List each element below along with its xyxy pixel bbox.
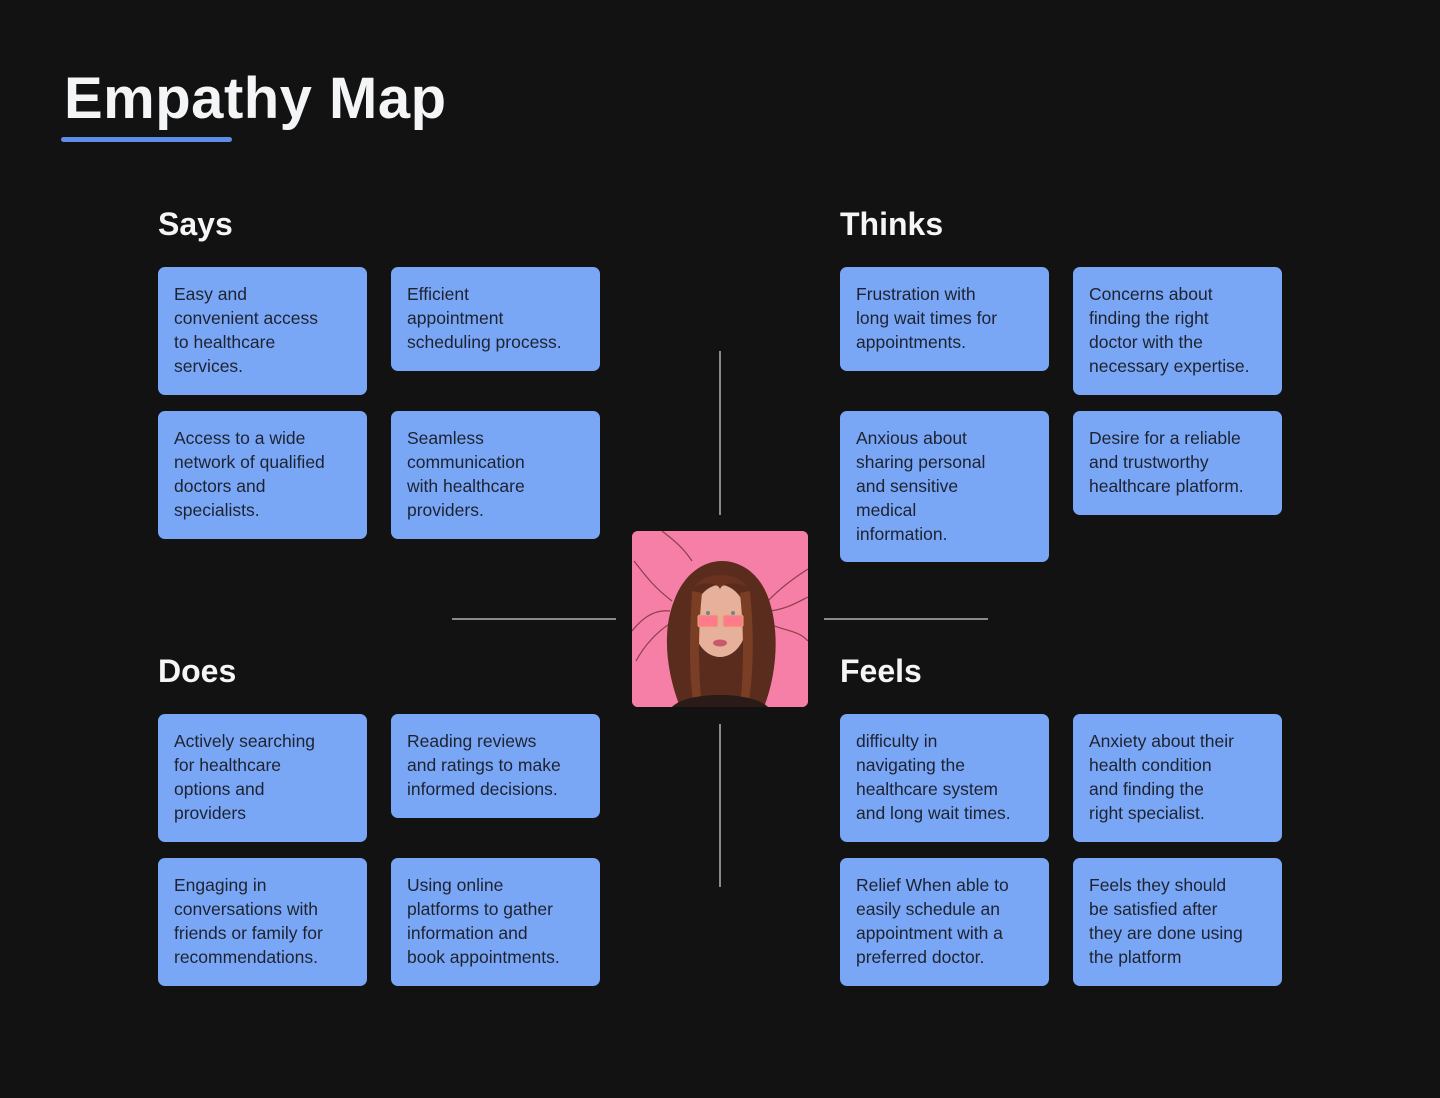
thinks-card[interactable]: Concerns about finding the right doctor … [1073, 267, 1282, 395]
divider-right [824, 618, 988, 620]
does-card[interactable]: Reading reviews and ratings to make info… [391, 714, 600, 818]
card-text: Relief When able to easily schedule an a… [856, 875, 1009, 967]
does-card[interactable]: Actively searching for healthcare option… [158, 714, 367, 842]
page-title: Empathy Map [64, 66, 447, 131]
persona-portrait-icon [632, 531, 808, 707]
card-text: Using online platforms to gather informa… [407, 875, 560, 967]
says-card[interactable]: Easy and convenient access to healthcare… [158, 267, 367, 395]
card-text: Reading reviews and ratings to make info… [407, 731, 561, 799]
card-text: Seamless communication with healthcare p… [407, 428, 525, 520]
thinks-heading: Thinks [840, 206, 944, 242]
feels-card[interactable]: Feels they should be satisfied after the… [1073, 858, 1282, 986]
says-card[interactable]: Efficient appointment scheduling process… [391, 267, 600, 371]
says-card[interactable]: Seamless communication with healthcare p… [391, 411, 600, 539]
does-heading: Does [158, 653, 237, 689]
card-text: Easy and convenient access to healthcare… [174, 284, 318, 376]
card-text: Engaging in conversations with friends o… [174, 875, 323, 967]
card-text: Access to a wide network of qualified do… [174, 428, 325, 520]
card-text: Anxiety about their health condition and… [1089, 731, 1234, 823]
divider-bottom [719, 724, 721, 887]
card-text: Feels they should be satisfied after the… [1089, 875, 1243, 967]
card-text: Concerns about finding the right doctor … [1089, 284, 1250, 376]
thinks-card[interactable]: Desire for a reliable and trustworthy he… [1073, 411, 1282, 515]
title-underline [61, 137, 232, 142]
says-card[interactable]: Access to a wide network of qualified do… [158, 411, 367, 539]
persona-avatar [632, 531, 808, 707]
feels-heading: Feels [840, 653, 922, 689]
card-text: Efficient appointment scheduling process… [407, 284, 562, 352]
thinks-card[interactable]: Frustration with long wait times for app… [840, 267, 1049, 371]
card-text: Anxious about sharing personal and sensi… [856, 428, 986, 544]
card-text: difficulty in navigating the healthcare … [856, 731, 1011, 823]
card-text: Frustration with long wait times for app… [856, 284, 998, 352]
feels-card[interactable]: Relief When able to easily schedule an a… [840, 858, 1049, 986]
divider-top [719, 351, 721, 515]
divider-left [452, 618, 616, 620]
does-card[interactable]: Using online platforms to gather informa… [391, 858, 600, 986]
thinks-card[interactable]: Anxious about sharing personal and sensi… [840, 411, 1049, 562]
card-text: Actively searching for healthcare option… [174, 731, 316, 823]
says-heading: Says [158, 206, 233, 242]
card-text: Desire for a reliable and trustworthy he… [1089, 428, 1244, 496]
does-card[interactable]: Engaging in conversations with friends o… [158, 858, 367, 986]
feels-card[interactable]: Anxiety about their health condition and… [1073, 714, 1282, 842]
feels-card[interactable]: difficulty in navigating the healthcare … [840, 714, 1049, 842]
